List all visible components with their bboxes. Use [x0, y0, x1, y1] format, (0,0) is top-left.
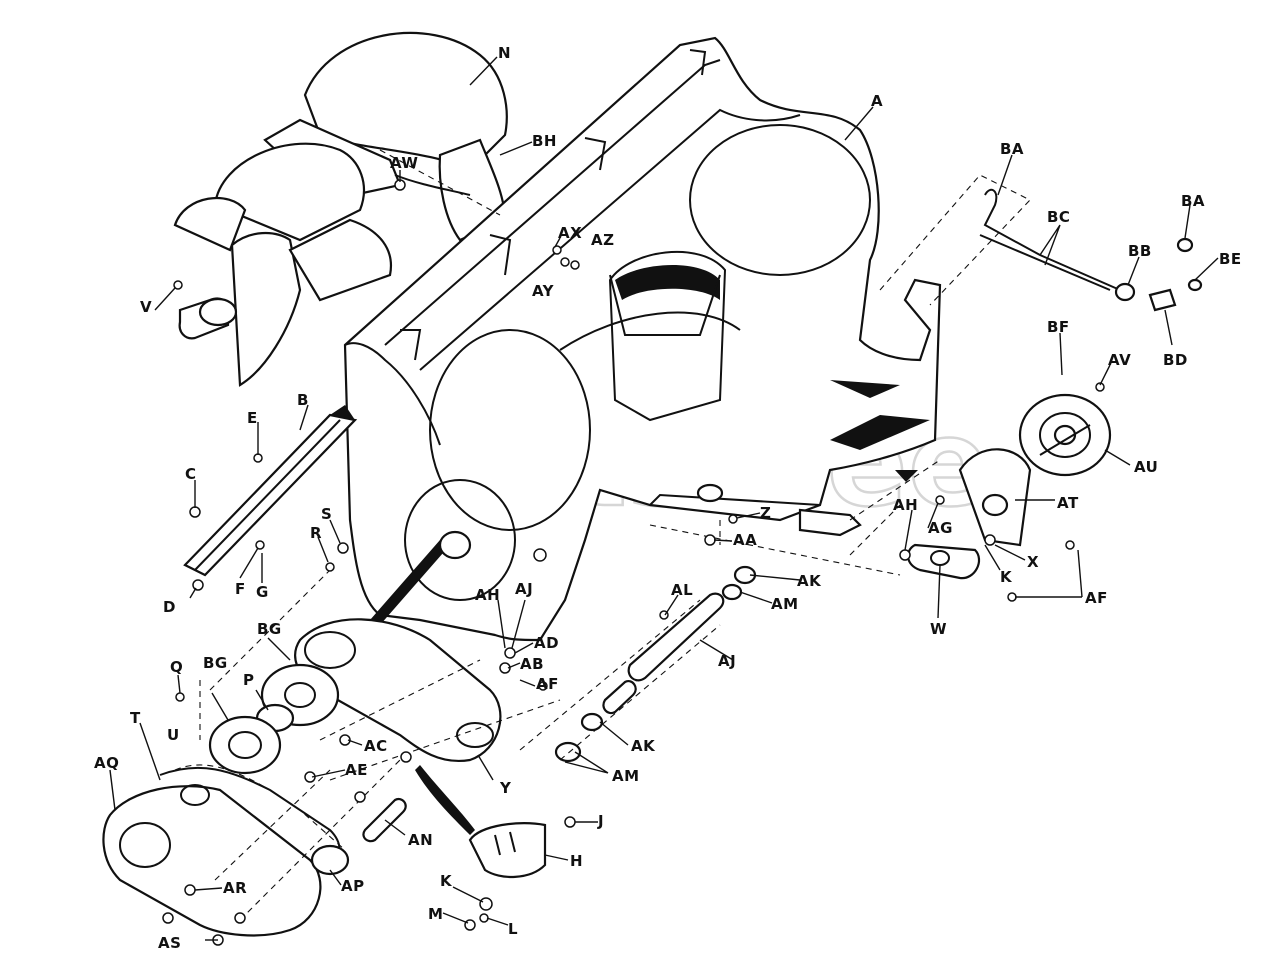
label-AN: AN: [408, 831, 433, 849]
label-L: L: [508, 920, 518, 938]
label-AJ-1: AJ: [718, 652, 736, 670]
dashed-guide-lines: [199, 149, 1031, 921]
label-BG-2: BG: [203, 654, 228, 672]
label-AM-2: AM: [612, 767, 640, 785]
hardware-items: [162, 179, 1105, 946]
auger-assembly: [173, 31, 508, 387]
shaft-parts: [362, 565, 757, 879]
label-BA-2: BA: [1181, 192, 1205, 210]
label-AD: AD: [534, 634, 559, 652]
leader-lines: [109, 56, 1219, 941]
label-E: E: [247, 409, 258, 427]
label-T: T: [130, 709, 141, 727]
label-AZ: AZ: [591, 231, 615, 249]
label-AH-1: AH: [893, 496, 918, 514]
label-AE: AE: [345, 761, 368, 779]
label-Z: Z: [760, 504, 771, 522]
label-AA: AA: [733, 531, 757, 549]
label-B: B: [297, 391, 309, 409]
chain-case: [102, 764, 350, 937]
label-AQ: AQ: [94, 754, 119, 772]
label-N: N: [498, 44, 511, 62]
label-AC: AC: [364, 737, 388, 755]
label-AW: AW: [390, 154, 418, 172]
label-H: H: [570, 852, 583, 870]
label-AV: AV: [1108, 351, 1131, 369]
label-AS: AS: [158, 934, 181, 952]
label-AY: AY: [532, 282, 555, 300]
label-R: R: [310, 524, 322, 542]
label-AR: AR: [223, 879, 247, 897]
label-C: C: [185, 465, 197, 483]
label-W: W: [930, 620, 947, 638]
label-AT: AT: [1057, 494, 1079, 512]
label-BF: BF: [1047, 318, 1070, 336]
label-D: D: [163, 598, 176, 616]
label-AJ-2: AJ: [515, 580, 533, 598]
label-AF-2: AF: [536, 675, 559, 693]
bearing-parts: [208, 663, 340, 775]
label-M: M: [428, 905, 443, 923]
label-BH: BH: [532, 132, 557, 150]
label-Y: Y: [499, 779, 512, 797]
label-BA-1: BA: [1000, 140, 1024, 158]
label-AB: AB: [520, 655, 544, 673]
label-A: A: [871, 92, 883, 110]
label-V: V: [140, 298, 152, 316]
control-rod: [979, 188, 1203, 312]
label-AH-2: AH: [475, 586, 500, 604]
label-AL: AL: [671, 581, 693, 599]
label-AM-1: AM: [771, 595, 799, 613]
label-K-2: K: [440, 872, 453, 890]
pointer-triangle: [895, 470, 918, 482]
label-P: P: [243, 671, 255, 689]
label-BC: BC: [1047, 208, 1070, 226]
label-AK-1: AK: [797, 572, 822, 590]
label-AP: AP: [341, 877, 365, 895]
label-AF-1: AF: [1085, 589, 1108, 607]
label-AG: AG: [928, 519, 953, 537]
scraper-bar: [183, 405, 358, 577]
label-F: F: [235, 580, 246, 598]
label-S: S: [321, 505, 332, 523]
label-BG-1: BG: [257, 620, 282, 638]
part-labels: N BH AW A V AX AZ AY BA BC BA BB BE BD B…: [94, 44, 1242, 952]
label-AU: AU: [1134, 458, 1158, 476]
label-BD: BD: [1163, 351, 1188, 369]
label-X: X: [1027, 553, 1039, 571]
label-Q: Q: [170, 658, 183, 676]
label-BE: BE: [1219, 250, 1242, 268]
label-J: J: [597, 812, 604, 830]
label-U: U: [167, 726, 180, 744]
label-G: G: [256, 583, 269, 601]
label-BB: BB: [1128, 242, 1152, 260]
pulley-assembly: [907, 393, 1112, 580]
label-AX: AX: [558, 224, 582, 242]
auger-housing: [343, 36, 942, 642]
label-K-1: K: [1000, 568, 1013, 586]
label-AK-2: AK: [631, 737, 656, 755]
drive-plate: [294, 618, 502, 835]
